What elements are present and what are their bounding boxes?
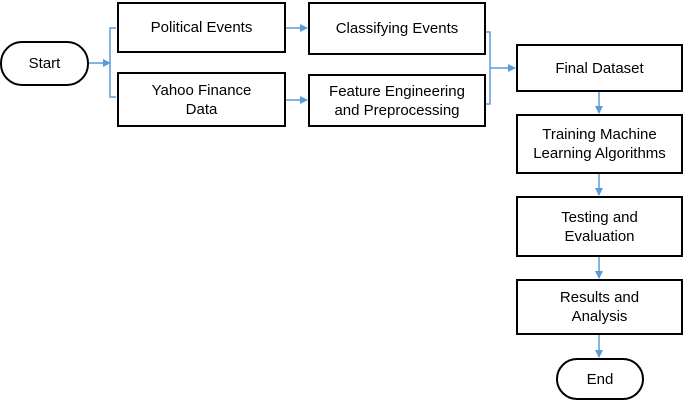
training-node: Training Machine Learning Algorithms: [516, 114, 683, 174]
political-events-node: Political Events: [117, 2, 286, 53]
final-dataset-node: Final Dataset: [516, 44, 683, 92]
classifying-events-node: Classifying Events: [308, 2, 486, 55]
bracket-start-branches: [109, 27, 116, 98]
end-node: End: [556, 358, 644, 400]
feature-engineering-node: Feature Engineering and Preprocessing: [308, 74, 486, 127]
results-node: Results and Analysis: [516, 279, 683, 335]
start-node: Start: [0, 41, 89, 86]
yahoo-finance-node: Yahoo Finance Data: [117, 72, 286, 127]
testing-node: Testing and Evaluation: [516, 196, 683, 257]
